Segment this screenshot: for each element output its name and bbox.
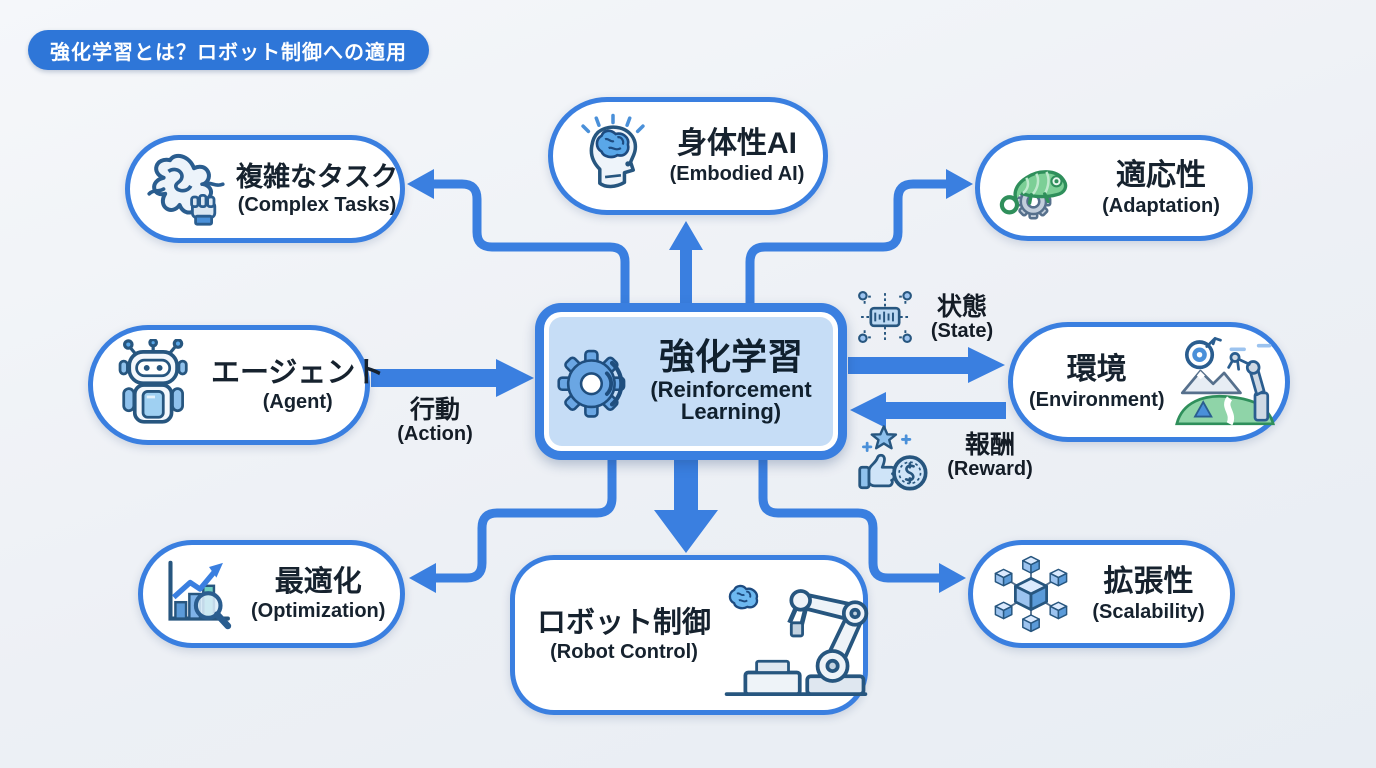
node-embodied-ai: 身体性AI (Embodied AI) [548, 97, 828, 215]
node-robot-control: ロボット制御 (Robot Control) [510, 555, 871, 715]
center-title-jp: 強化学習 [658, 336, 803, 378]
arrowhead-adaptation [946, 169, 973, 199]
node-title-jp: 環境 [1066, 353, 1127, 386]
edge-label-state-en: (State) [930, 320, 994, 343]
node-title-jp: 適応性 [1116, 159, 1206, 192]
node-title-en: (Environment) [1029, 388, 1165, 411]
center-title-en: (Reinforcement Learning) [650, 376, 812, 425]
cube-network-icon [989, 552, 1073, 636]
edge-label-action-jp: 行動 [409, 396, 460, 424]
tangled-knot-hand-icon [146, 149, 226, 229]
node-title-en: (Complex Tasks) [237, 193, 397, 216]
node-complex-tasks: 複雑なタスク (Complex Tasks) [125, 135, 405, 243]
edge-label-action: 行動 (Action) [370, 397, 500, 445]
arrowhead-scalability [939, 563, 966, 593]
node-title-jp: 身体性AI [677, 127, 797, 160]
node-title-jp: 最適化 [274, 565, 362, 598]
node-title-en: (Scalability) [1092, 600, 1205, 623]
node-agent: エージェント (Agent) [88, 325, 384, 445]
edge-label-reward-en: (Reward) [947, 458, 1033, 481]
node-scalability: 拡張性 (Scalability) [968, 540, 1235, 648]
industrial-robot-arm-brain-icon [721, 569, 871, 701]
edge-center-robot-control [654, 458, 718, 553]
edge-label-reward-jp: 報酬 [964, 431, 1015, 459]
center-body: 強化学習 (Reinforcement Learning) [549, 317, 833, 446]
thumbs-up-coin-star-icon [856, 424, 934, 497]
node-title-jp: 複雑なタスク [236, 161, 398, 192]
chameleon-gear-icon [996, 146, 1080, 230]
edge-label-reward: 報酬 (Reward) [930, 432, 1050, 480]
robot-head-brain-icon [569, 112, 657, 200]
growth-chart-magnifier-icon [159, 553, 241, 635]
center-white-ring: 強化学習 (Reinforcement Learning) [544, 312, 838, 451]
edge-center-embodied-ai [669, 221, 703, 305]
edge-agent-center-action [371, 359, 534, 397]
node-title-en: (Agent) [262, 391, 333, 414]
node-reinforcement-learning: 強化学習 (Reinforcement Learning) [535, 303, 847, 460]
node-title-jp: ロボット制御 [537, 606, 712, 639]
node-title-jp: エージェント [211, 356, 385, 389]
node-title-en: (Robot Control) [550, 641, 698, 664]
edge-label-state-jp: 状態 [936, 293, 987, 321]
node-adaptation: 適応性 (Adaptation) [975, 135, 1253, 241]
node-title-en: (Adaptation) [1102, 194, 1220, 217]
edge-environment-center-reward [850, 392, 1006, 428]
landscape-robot-arm-target-icon [1174, 336, 1275, 428]
arrowhead-complex-tasks [407, 169, 434, 199]
edge-label-state: 状態 (State) [912, 294, 1012, 342]
node-environment: 環境 (Environment) [1008, 322, 1290, 442]
node-title-en: (Embodied AI) [669, 162, 805, 185]
gear-signal-icon [557, 339, 643, 425]
node-title-jp: 拡張性 [1103, 565, 1194, 598]
page-title: 強化学習とは？ロボット制御への適用 [28, 30, 429, 70]
circuit-chip-icon [854, 286, 916, 353]
node-title-en: (Optimization) [251, 600, 386, 623]
arrowhead-optimization [409, 563, 436, 593]
edge-label-action-en: (Action) [397, 423, 473, 446]
node-optimization: 最適化 (Optimization) [138, 540, 405, 648]
robot-agent-icon [109, 339, 201, 431]
